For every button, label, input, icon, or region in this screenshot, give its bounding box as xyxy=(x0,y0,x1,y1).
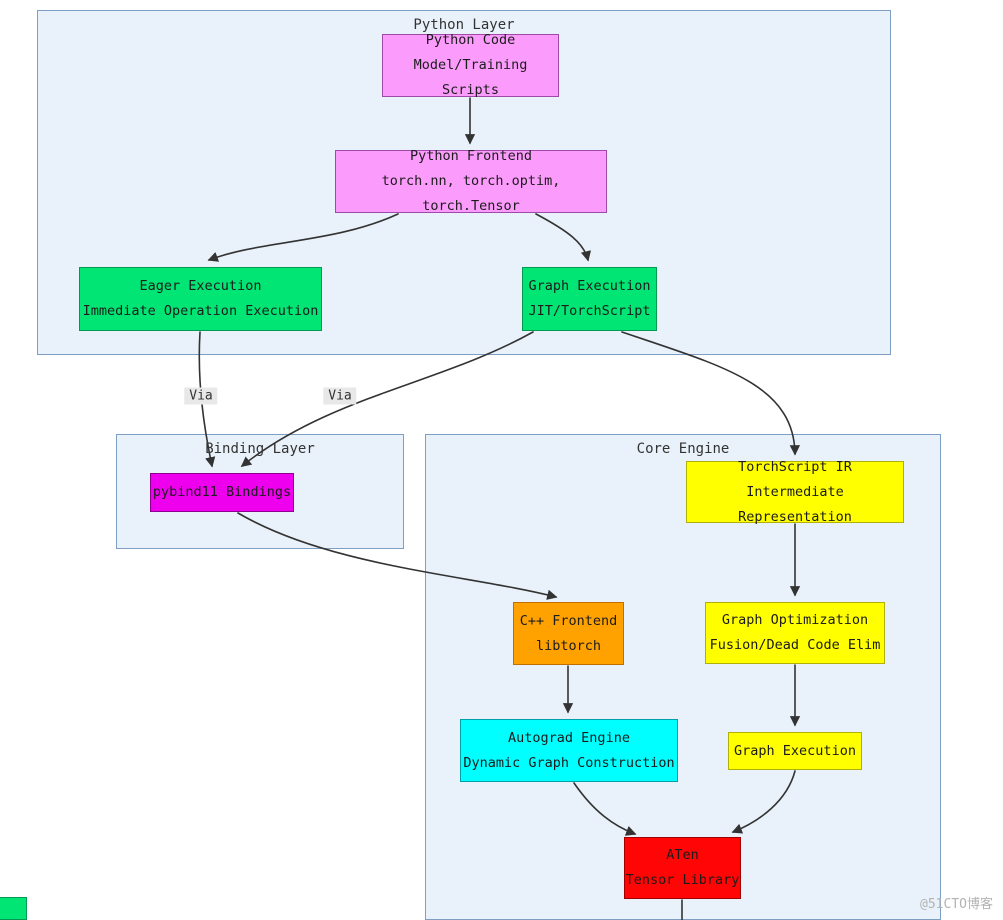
node-title: Graph Execution xyxy=(528,278,651,294)
node-title: Autograd Engine xyxy=(508,729,630,746)
node-title: Python Frontend xyxy=(410,148,532,164)
node-graph-optimization: Graph Optimization Fusion/Dead Code Elim xyxy=(705,602,885,664)
node-graph-execution-core: Graph Execution xyxy=(728,732,862,770)
node-title: TorchScript IR xyxy=(738,458,852,475)
node-subtitle: Dynamic Graph Construction xyxy=(463,754,675,771)
node-graph-execution-jit: Graph Execution JIT/TorchScript xyxy=(522,267,657,331)
node-subtitle: Fusion/Dead Code Elim xyxy=(709,637,881,653)
node-subtitle: Model/Training Scripts xyxy=(413,57,528,98)
node-eager-execution: Eager Execution Immediate Operation Exec… xyxy=(79,267,322,331)
node-title: Python Code xyxy=(425,32,516,48)
node-title: Graph Optimization xyxy=(721,612,869,628)
node-subtitle: Intermediate Representation xyxy=(738,483,852,525)
node-cpp-frontend: C++ Frontend libtorch xyxy=(513,602,624,665)
node-python-code: Python Code Model/Training Scripts xyxy=(382,32,559,98)
node-title: Graph Execution xyxy=(734,742,856,759)
edge-label-via-graph: Via xyxy=(323,387,357,405)
node-title: Eager Execution xyxy=(139,278,262,294)
edge-label-via-eager: Via xyxy=(184,387,218,405)
node-subtitle: Tensor Library xyxy=(625,872,740,888)
node-title: C++ Frontend xyxy=(519,612,618,629)
node-subtitle: libtorch xyxy=(535,637,602,654)
cluster-binding-layer-label: Binding Layer xyxy=(205,441,315,457)
node-torchscript-ir: TorchScript IR Intermediate Representati… xyxy=(686,459,904,525)
cluster-core-engine-label: Core Engine xyxy=(636,441,730,457)
node-title: ATen xyxy=(666,847,699,863)
node-title: pybind11 Bindings xyxy=(152,484,292,500)
node-aten: ATen Tensor Library xyxy=(624,837,741,899)
watermark: @51CTO博客 xyxy=(920,897,993,912)
node-subtitle: JIT/TorchScript xyxy=(528,303,651,319)
node-python-frontend: Python Frontend torch.nn, torch.optim, t… xyxy=(335,148,607,214)
cluster-python-layer-label: Python Layer xyxy=(413,17,515,33)
node-clipped-bottom-left xyxy=(0,897,27,920)
node-pybind11-bindings: pybind11 Bindings xyxy=(150,473,294,512)
node-subtitle: Immediate Operation Execution xyxy=(82,303,319,319)
node-subtitle: torch.nn, torch.optim, torch.Tensor xyxy=(381,173,561,214)
node-autograd-engine: Autograd Engine Dynamic Graph Constructi… xyxy=(460,719,678,782)
